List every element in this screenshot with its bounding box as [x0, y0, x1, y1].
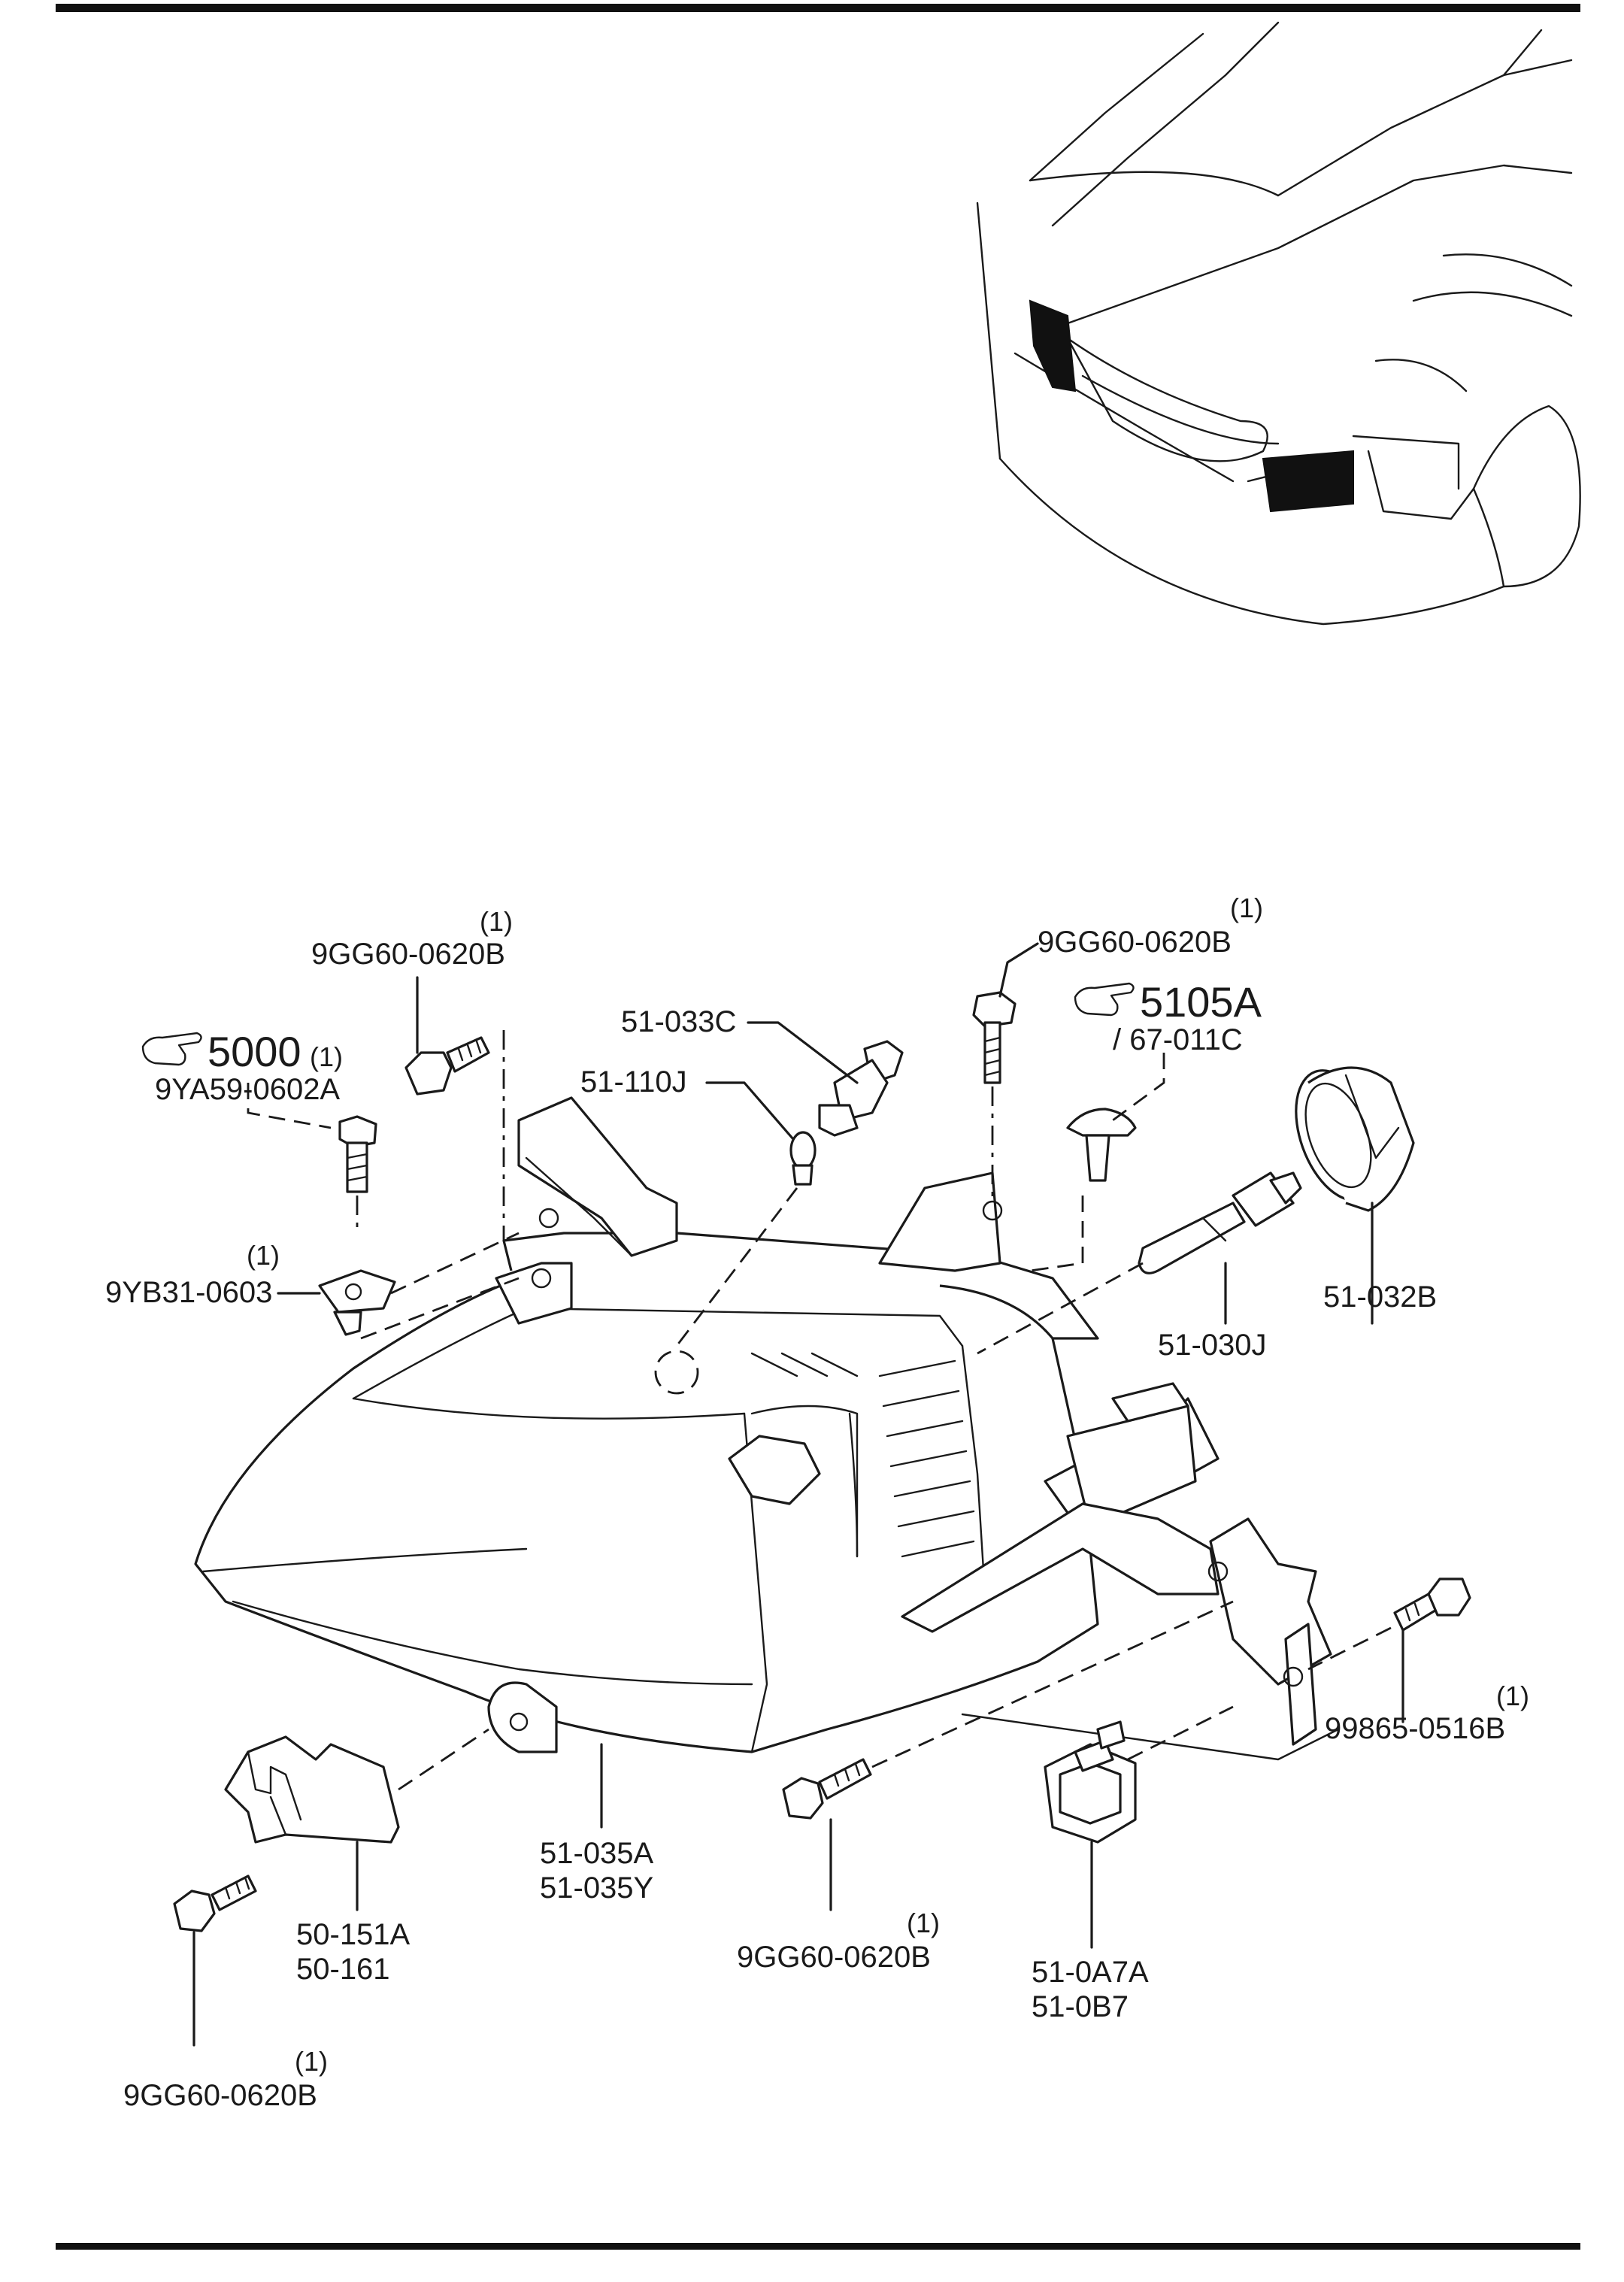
- top-border: [56, 4, 1580, 12]
- headlamp-assembly: [194, 1096, 1340, 1761]
- bolt-upper-left-drawing: [404, 1036, 490, 1096]
- qty-9yb31: (1): [247, 1240, 280, 1271]
- part-connector-1: 51-0A7A: [1032, 1956, 1149, 1989]
- pointing-hand-icon: [141, 1032, 202, 1066]
- part-51-033c: 51-033C: [621, 1005, 736, 1038]
- headlamp-highlight-left: [1029, 299, 1077, 392]
- qty-upper-left: (1): [480, 906, 513, 937]
- part-bracket-2: 50-161: [296, 1953, 390, 1986]
- small-bulb-drawing: [789, 1131, 817, 1186]
- part-upper-left-bolt: 9GG60-0620B: [311, 938, 505, 971]
- bulb-cap-drawing: [1295, 1066, 1415, 1212]
- ref-5000: 5000: [208, 1028, 301, 1075]
- part-connector-2: 51-0B7: [1032, 1990, 1129, 2023]
- bracket-drawing: [224, 1735, 400, 1844]
- part-51-110j: 51-110J: [580, 1065, 687, 1099]
- bolt-lower-mid-drawing: [782, 1758, 872, 1820]
- bottom-border: [56, 2243, 1580, 2250]
- bulb-socket-hole: [654, 1350, 699, 1395]
- headlamp-highlight-right: [1262, 450, 1354, 513]
- part-lower-mid-bolt: 9GG60-0620B: [737, 1941, 931, 1974]
- ref-5105a: 5105A: [1140, 978, 1262, 1026]
- nut-9yb31-drawing: [318, 1269, 396, 1336]
- connector-drawing: [1044, 1720, 1137, 1844]
- part-9yb31: 9YB31-0603: [105, 1276, 272, 1309]
- ref-5105a-sub: / 67-011C: [1113, 1023, 1243, 1056]
- screw-9ya59-drawing: [338, 1115, 377, 1193]
- part-51-032b: 51-032B: [1323, 1280, 1437, 1314]
- bulb-socket-drawing: [818, 1040, 904, 1137]
- part-headlamp-1: 51-035A: [540, 1837, 654, 1870]
- main-bulb-drawing: [1138, 1171, 1302, 1274]
- bolt-upper-right-drawing: [972, 991, 1017, 1084]
- part-upper-right-bolt: 9GG60-0620B: [1038, 926, 1232, 959]
- labels: (1) 9GG60-0620B (1) 9GG60-0620B 5000 (1)…: [105, 892, 1529, 2112]
- leader-lines: [192, 942, 1404, 2047]
- part-lower-left-bolt: 9GG60-0620B: [123, 2079, 317, 2112]
- pointing-hand-icon: [1074, 982, 1135, 1017]
- bolt-right-drawing: [1393, 1577, 1471, 1632]
- bolt-lower-left-drawing: [173, 1874, 257, 1932]
- qty-lower-mid: (1): [907, 1908, 940, 1938]
- qty-99865: (1): [1496, 1680, 1529, 1711]
- ref-5000-qty: (1): [310, 1041, 343, 1072]
- clip-drawing: [1066, 1108, 1137, 1182]
- vehicle-overview: [976, 21, 1581, 626]
- qty-lower-left: (1): [295, 2046, 328, 2077]
- part-bracket-1: 50-151A: [296, 1918, 411, 1951]
- qty-upper-right: (1): [1230, 892, 1263, 923]
- part-99865: 99865-0516B: [1325, 1712, 1505, 1745]
- part-headlamp-2: 51-035Y: [540, 1871, 653, 1905]
- part-51-030j: 51-030J: [1158, 1329, 1267, 1362]
- part-9ya59: 9YA59-0602A: [155, 1073, 340, 1106]
